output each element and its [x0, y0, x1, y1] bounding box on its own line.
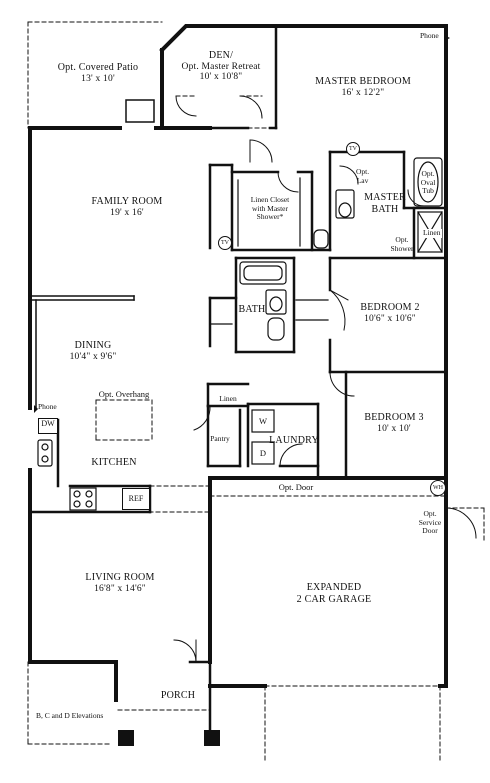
porch-label: PORCH — [161, 690, 195, 702]
tv-icon-family: TV — [218, 236, 232, 250]
refrigerator-label: REF — [128, 494, 144, 503]
bedroom3-label: BEDROOM 3 10' x 10' — [364, 412, 423, 434]
elevations-note: B, C and D Elevations — [36, 711, 104, 720]
exterior-walls — [28, 24, 448, 702]
den-sub: Opt. Master Retreat — [181, 61, 261, 72]
phone-top-label: Phone — [420, 31, 439, 40]
opt-overhang-label: Opt. Overhang — [98, 389, 150, 399]
linen-closet-line3: Shower* — [256, 212, 284, 222]
tv-label-master: TV — [349, 146, 357, 152]
laundry-label: LAUNDRY — [269, 435, 319, 447]
patio-slider — [125, 99, 155, 123]
master-bedroom-label: MASTER BEDROOM 16' x 12'2" — [315, 76, 411, 98]
bedroom2-dims: 10'6" x 10'6" — [364, 313, 416, 324]
patio-dims: 13' x 10' — [81, 73, 115, 84]
opt-oval-tub-label: Opt. Oval Tub — [420, 169, 436, 196]
porch-name: PORCH — [160, 690, 196, 701]
patio-name: Opt. Covered Patio — [57, 62, 139, 73]
tv-icon-master: TV — [346, 142, 360, 156]
bath-name: BATH — [238, 304, 266, 315]
opt-lav-line2: Lav — [356, 175, 369, 185]
family-room-name: FAMILY ROOM — [91, 196, 163, 207]
water-heater-icon: WH — [430, 480, 446, 496]
opt-lav-line1: Opt. — [356, 167, 370, 176]
bath-label: BATH — [239, 304, 266, 316]
opt-oval-tub-line2: Oval — [420, 177, 436, 187]
opt-shower-label: Opt. Shower — [390, 235, 414, 253]
living-room-dims: 16'8" x 14'6" — [94, 583, 146, 594]
linen-mbath-label: Linen — [422, 228, 442, 238]
opt-lav-label: Opt. Lav — [356, 167, 370, 185]
dining-name: DINING — [74, 340, 112, 351]
service-door-line3: Door — [422, 526, 438, 536]
laundry-name: LAUNDRY — [269, 435, 319, 446]
linen-closet-line2: with Master — [251, 203, 289, 213]
linen-closet-label: Linen Closet with Master Shower* — [250, 195, 290, 222]
phone-left-label: Phone — [38, 402, 57, 411]
den-name: DEN/ — [208, 50, 234, 61]
master-bath-name: MASTER — [364, 192, 406, 203]
half-walls — [29, 295, 135, 409]
bedroom2-label: BEDROOM 2 10'6" x 10'6" — [360, 302, 419, 324]
family-room-dims: 19' x 16' — [110, 207, 144, 218]
dishwasher: DW — [38, 418, 58, 434]
patio-outline — [27, 21, 163, 129]
bedroom2-name: BEDROOM 2 — [360, 302, 420, 313]
living-room-label: LIVING ROOM 16'8" x 14'6" — [85, 572, 154, 594]
dishwasher-label: DW — [41, 419, 55, 428]
linen-hall-label: Linen — [219, 394, 237, 403]
service-door-label: Opt. Service Door — [418, 509, 442, 536]
phone-marker-left — [34, 405, 38, 413]
master-bedroom-dims: 16' x 12'2" — [341, 87, 385, 98]
dryer-label: D — [259, 448, 267, 458]
washer-label: W — [258, 416, 268, 426]
tv-label-family: TV — [221, 240, 229, 246]
garage-label: EXPANDED 2 CAR GARAGE — [297, 582, 372, 605]
service-door-line1: Opt. — [423, 509, 437, 518]
linen-closet-line1: Linen Closet — [250, 195, 290, 204]
pantry-label: Pantry — [210, 434, 230, 443]
patio-label: Opt. Covered Patio 13' x 10' — [58, 62, 139, 84]
opt-oval-tub-line1: Opt. — [421, 169, 435, 178]
interior-walls — [28, 24, 448, 736]
garage-name: EXPANDED — [306, 582, 362, 593]
phone-marker — [444, 35, 450, 41]
master-bath-name2: BATH — [371, 203, 399, 215]
opt-door-label: Opt. Door — [278, 482, 314, 492]
bedroom3-name: BEDROOM 3 — [364, 412, 424, 423]
den-label: DEN/ Opt. Master Retreat 10' x 10'8" — [182, 50, 261, 83]
den-dims: 10' x 10'8" — [199, 72, 243, 83]
master-bedroom-name: MASTER BEDROOM — [315, 76, 411, 87]
family-room-label: FAMILY ROOM 19' x 16' — [92, 196, 163, 218]
master-bath-label: MASTER BATH — [364, 192, 406, 215]
living-room-name: LIVING ROOM — [85, 572, 155, 583]
opt-shower-line1: Opt. — [395, 235, 409, 244]
kitchen-label: KITCHEN — [91, 457, 136, 469]
dining-dims: 10'4" x 9'6" — [69, 351, 117, 362]
optional-lines — [27, 95, 485, 761]
garage-dims: 2 CAR GARAGE — [296, 593, 372, 605]
service-door-line2: Service — [418, 517, 442, 527]
opt-oval-tub-line3: Tub — [422, 186, 434, 196]
dining-label: DINING 10'4" x 9'6" — [70, 340, 117, 362]
kitchen-name: KITCHEN — [91, 457, 137, 468]
bedroom3-dims: 10' x 10' — [377, 423, 411, 434]
refrigerator: REF — [122, 488, 150, 510]
door-swings — [173, 95, 477, 663]
porch-columns — [118, 730, 220, 746]
opt-shower-line2: Shower — [390, 243, 414, 253]
water-heater-label: WH — [433, 485, 443, 491]
